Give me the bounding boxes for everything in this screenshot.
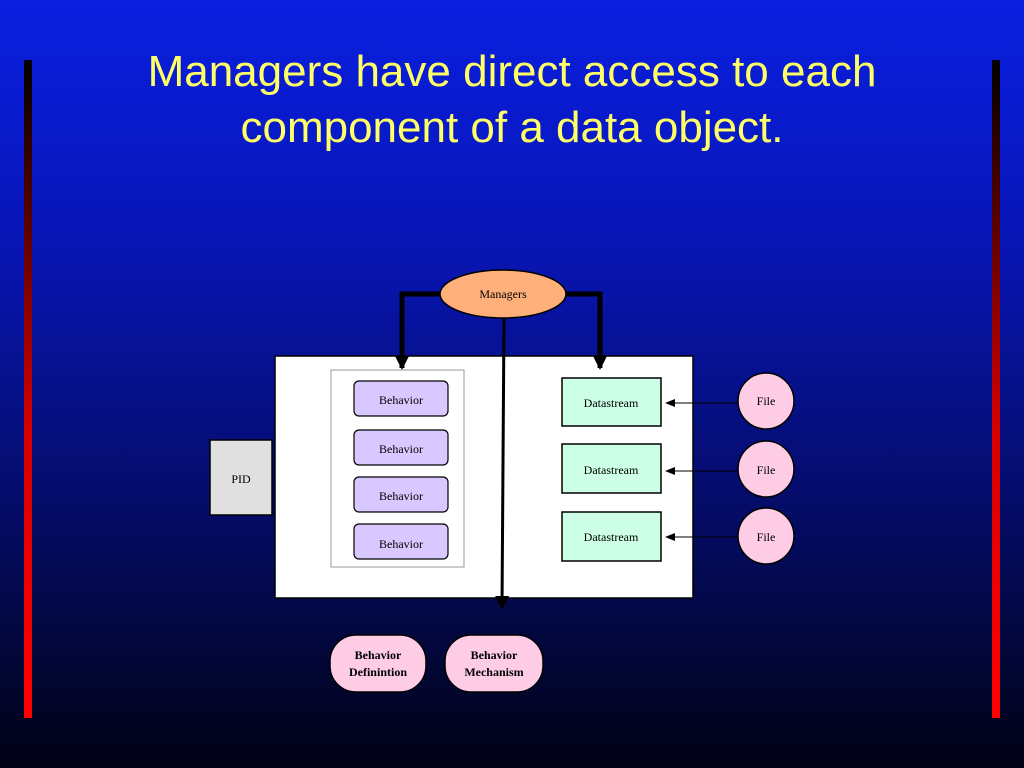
datastream-label: Datastream xyxy=(584,463,639,477)
behavior-definition-node: Behavior Definintion xyxy=(329,634,427,693)
behavior-box: Behavior xyxy=(353,380,449,417)
title-line-1: Managers have direct access to each xyxy=(147,47,877,96)
managers-label: Managers xyxy=(479,287,527,301)
file-label: File xyxy=(757,530,776,544)
datastream-box: Datastream xyxy=(561,443,662,494)
managers-to-behavior-arrow xyxy=(395,291,441,370)
behavior-label: Behavior xyxy=(379,393,423,407)
title-line-2: component of a data object. xyxy=(240,103,784,152)
pid-label: PID xyxy=(231,472,251,486)
behavior-label: Behavior xyxy=(379,537,423,551)
managers-to-datastream-arrow xyxy=(564,291,607,370)
file-label: File xyxy=(757,394,776,408)
file-circle: File xyxy=(737,440,795,498)
behavior-definition-label-line2: Definintion xyxy=(349,665,407,679)
behavior-mechanism-label-line2: Mechanism xyxy=(464,665,523,679)
pid-box: PID xyxy=(209,439,273,516)
left-accent-bar xyxy=(24,60,32,718)
datastream-box: Datastream xyxy=(561,511,662,562)
datastream-box: Datastream xyxy=(561,377,662,427)
file-label: File xyxy=(757,463,776,477)
behavior-mechanism-label-line1: Behavior xyxy=(471,648,518,662)
managers-to-mechanism-arrow xyxy=(495,317,510,610)
behavior-definition-label-line1: Behavior xyxy=(355,648,402,662)
behavior-box: Behavior xyxy=(353,523,449,560)
datastream-label: Datastream xyxy=(584,396,639,410)
datastream-label: Datastream xyxy=(584,530,639,544)
slide-title: Managers have direct access to each comp… xyxy=(80,44,944,156)
managers-node: Managers xyxy=(439,269,567,319)
file-circle: File xyxy=(737,372,795,430)
right-accent-bar xyxy=(992,60,1000,718)
behavior-box: Behavior xyxy=(353,429,449,466)
behavior-label: Behavior xyxy=(379,489,423,503)
behavior-label: Behavior xyxy=(379,442,423,456)
behavior-box: Behavior xyxy=(353,476,449,513)
behavior-mechanism-node: Behavior Mechanism xyxy=(444,634,544,693)
file-circle: File xyxy=(737,507,795,565)
